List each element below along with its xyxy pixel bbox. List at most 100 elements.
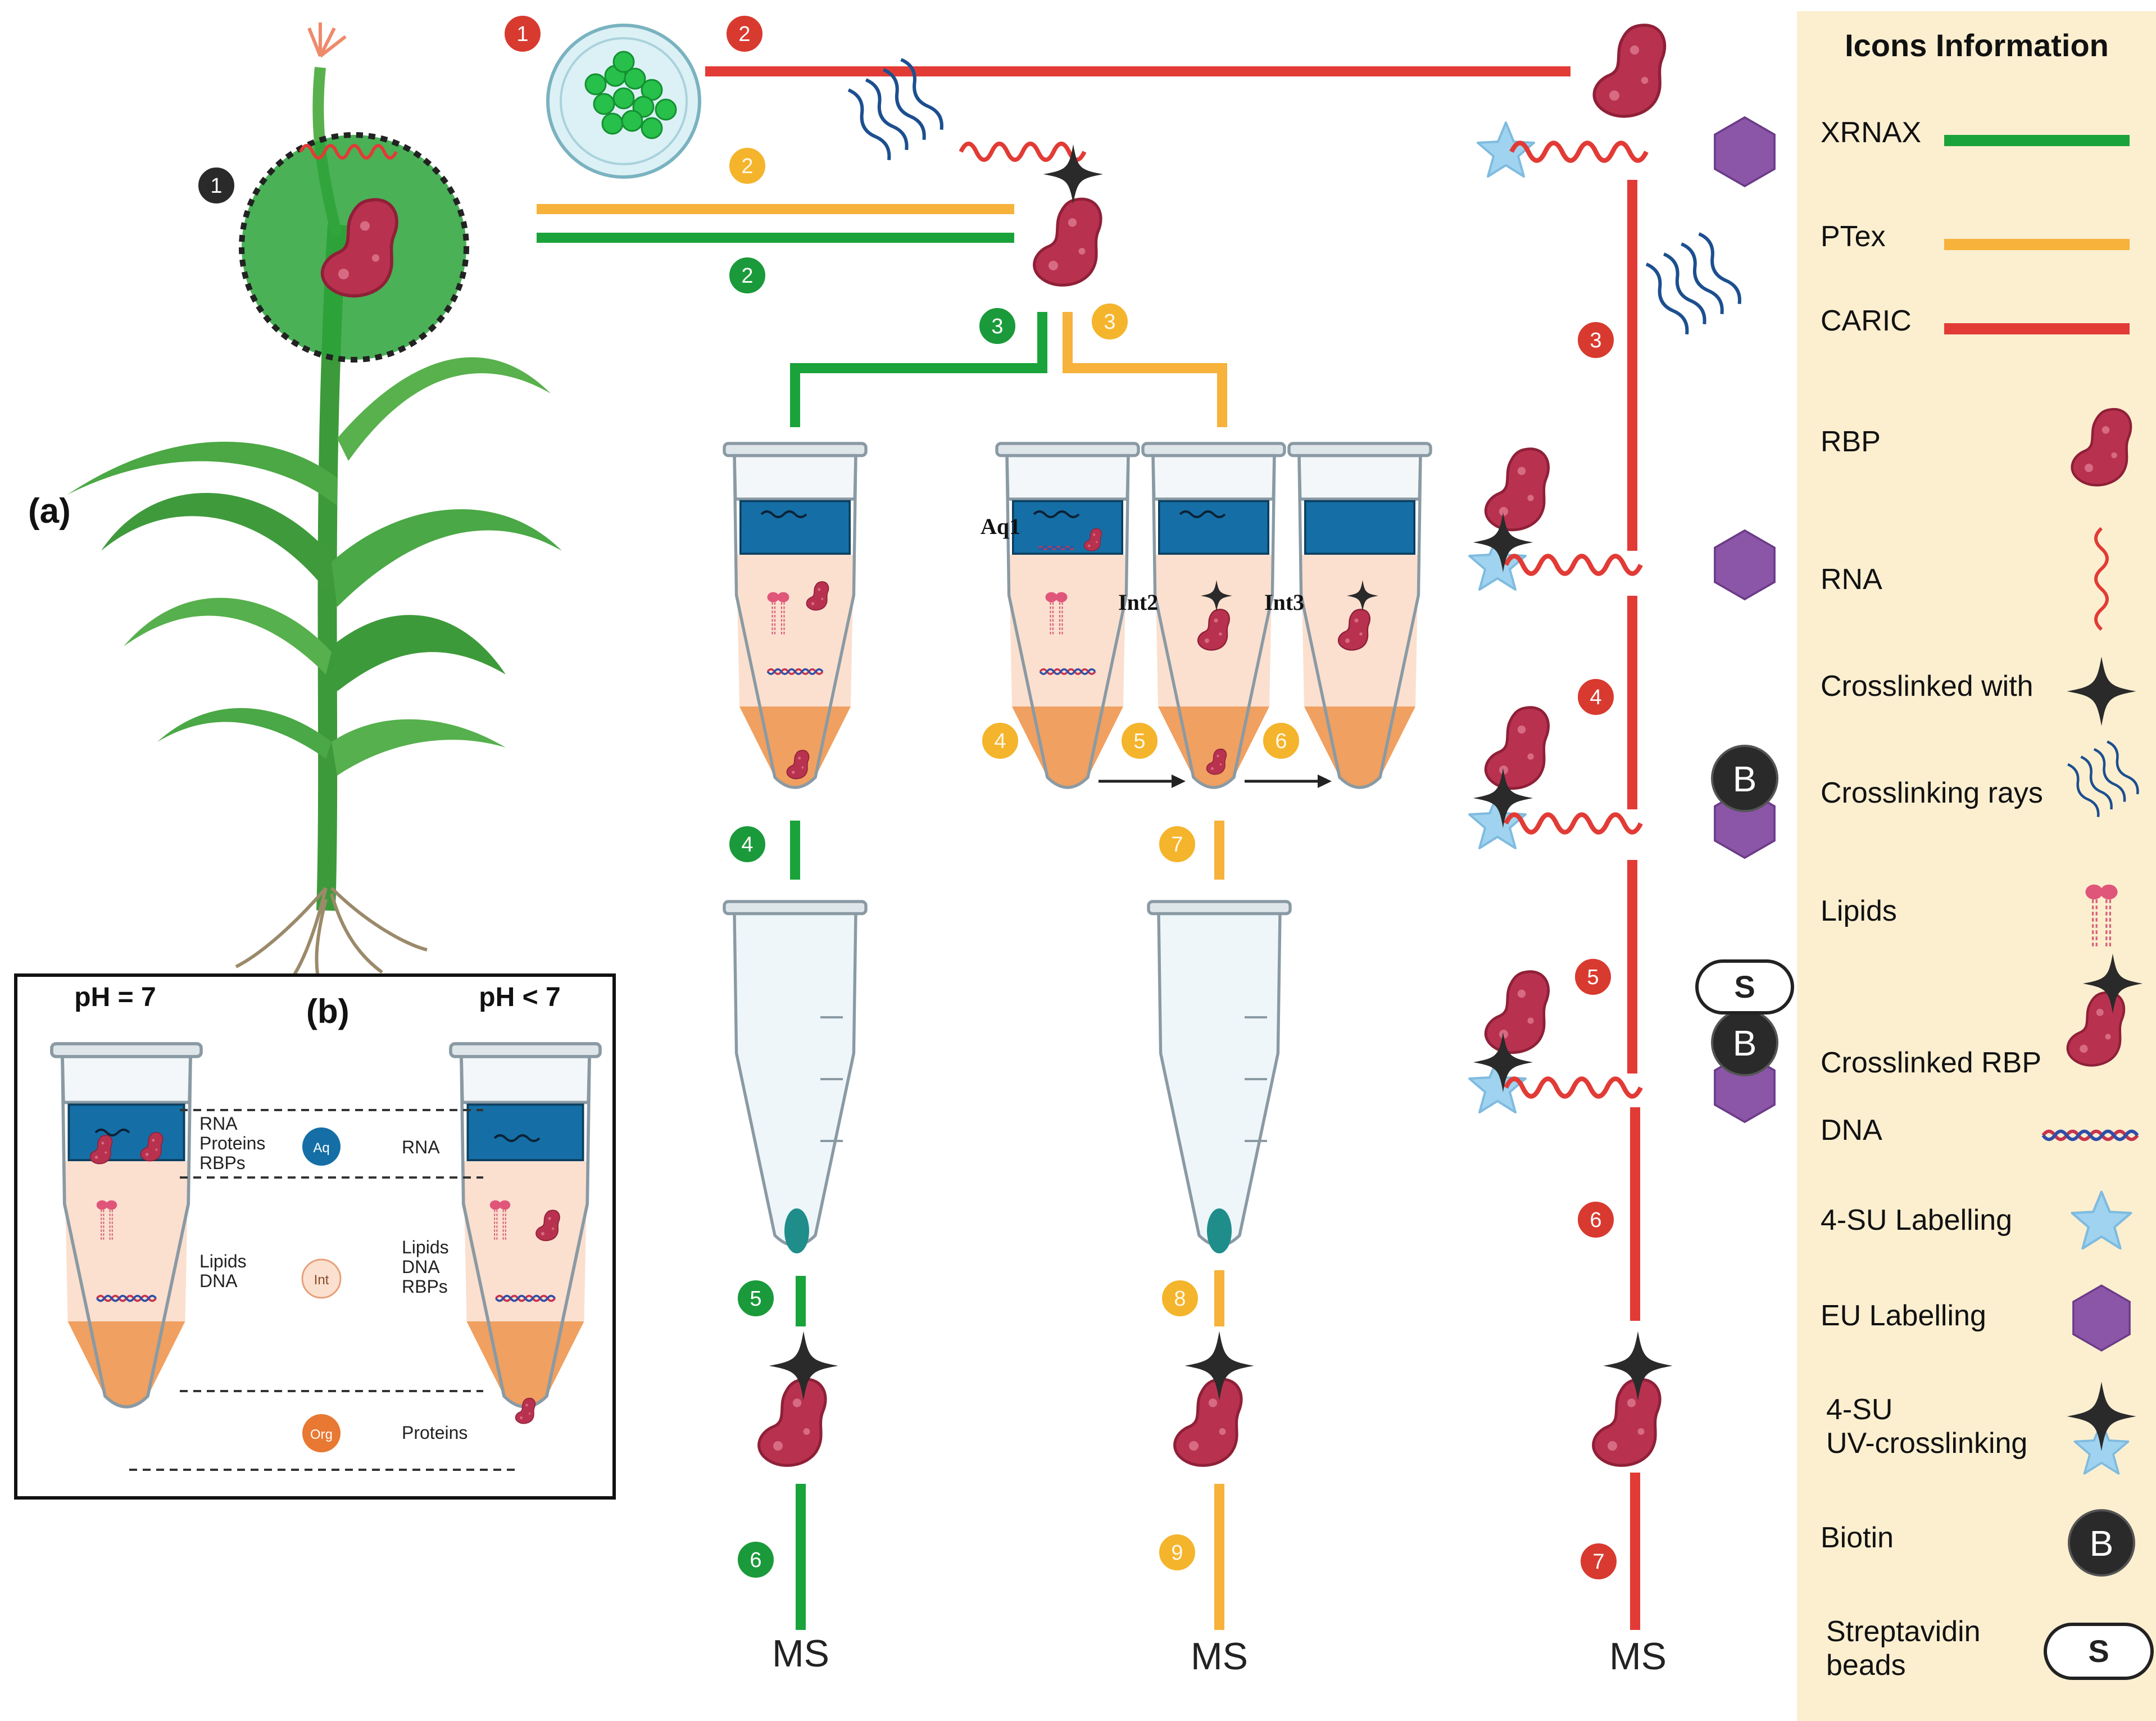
uv-rays-icon [1642, 232, 1744, 337]
step-red-5: 5 [1573, 957, 1613, 997]
legend-item-orange-line: PTex [1821, 220, 2130, 253]
ms-label-xrnax: MS [772, 1632, 829, 1675]
legend-item-biotin: Biotin B [1821, 1509, 2135, 1577]
biotin-icon: B [2068, 1509, 2135, 1577]
svg-text:DNA: DNA [1821, 1114, 1882, 1147]
panel-label-b: (b) [306, 993, 350, 1030]
svg-text:9: 9 [1171, 1541, 1183, 1565]
ptex-tube-aq1 [997, 443, 1138, 787]
tube-label-int2: Int2 [1118, 590, 1158, 615]
legend-title: Icons Information [1845, 28, 2109, 63]
legend-item-eu-hexagon: EU Labelling [1821, 1284, 2131, 1352]
legend-item-4su-star: 4-SU Labelling [1821, 1192, 2131, 1248]
svg-text:1: 1 [516, 22, 528, 46]
svg-text:S: S [2088, 1633, 2109, 1669]
svg-text:XRNAX: XRNAX [1821, 116, 1921, 149]
svg-text:Crosslinking rays: Crosslinking rays [1821, 777, 2043, 809]
legend-item-rna: RNA [1821, 527, 2109, 631]
svg-text:B: B [2090, 1523, 2114, 1564]
org-badge: Org [310, 1427, 333, 1442]
caric-branch [1627, 180, 1640, 1630]
ms-label-caric: MS [1609, 1635, 1667, 1678]
step-black1-1: 1 [196, 165, 237, 206]
svg-text:3: 3 [991, 315, 1003, 338]
svg-text:RNA: RNA [1821, 563, 1882, 596]
final-rbp-caric [1594, 1331, 1673, 1465]
crosslinked-rbp [961, 144, 1104, 286]
crosslinked-rna-rbp-biotin: B [1468, 708, 1778, 859]
xrnax-branch [790, 312, 1047, 1630]
final-rbp-xrnax [759, 1331, 838, 1465]
svg-text:5: 5 [1133, 730, 1145, 753]
svg-text:5: 5 [1587, 966, 1599, 989]
aq-right: RNA [402, 1137, 440, 1157]
svg-text:CARIC: CARIC [1821, 305, 1912, 337]
step-green-2: 2 [727, 255, 768, 296]
int-left-2: DNA [199, 1271, 238, 1291]
step-orange-6: 6 [1261, 721, 1301, 761]
svg-text:4-SU Labelling: 4-SU Labelling [1821, 1204, 2012, 1237]
ph-neutral-title: pH = 7 [74, 982, 156, 1012]
rna-icon [2094, 527, 2109, 631]
svg-text:Crosslinked with: Crosslinked with [1821, 670, 2034, 703]
svg-text:RNA Proteins RBPs: RNA Proteins RBPs [199, 1113, 270, 1173]
svg-text:2: 2 [741, 264, 753, 288]
aq-badge: Aq [313, 1140, 329, 1156]
svg-text:3: 3 [1590, 329, 1601, 352]
int-right-3: RBPs [402, 1276, 448, 1297]
legend-item-lipid: Lipids [1821, 884, 2119, 950]
petri-dish [546, 24, 701, 179]
step-orange-9: 9 [1157, 1532, 1197, 1573]
svg-text:PTex: PTex [1821, 220, 1886, 253]
precipitate-tube-ptex [1149, 902, 1290, 1253]
svg-text:6: 6 [750, 1548, 761, 1572]
step-red-7: 7 [1578, 1541, 1619, 1582]
step-green-3: 3 [977, 306, 1018, 346]
legend-item-dna: DNA [1821, 1114, 2137, 1147]
biotin-letter: B [1733, 1023, 1757, 1063]
final-rbp-ptex [1175, 1331, 1254, 1465]
aq-left-1: RNA [199, 1113, 238, 1134]
step-orange-7: 7 [1157, 824, 1197, 864]
svg-text:5: 5 [750, 1287, 761, 1311]
ph-acidic-title: pH < 7 [479, 982, 560, 1012]
biotin-letter: B [1733, 759, 1757, 799]
svg-text:Biotin: Biotin [1821, 1521, 1894, 1554]
transfer-arrows [1099, 775, 1332, 788]
svg-text:4: 4 [1590, 686, 1601, 709]
tube-label-aq1: Aq1 [981, 514, 1020, 539]
svg-text:8: 8 [1174, 1287, 1186, 1311]
step-orange-5: 5 [1119, 721, 1160, 761]
ptex-tube-int2 [1143, 443, 1284, 787]
crosslinked-rna-rbp-streptavidin: B S [1468, 959, 1794, 1123]
svg-text:Crosslinked RBP: Crosslinked RBP [1821, 1047, 2041, 1079]
ms-label-ptex: MS [1191, 1635, 1248, 1678]
svg-text:Lipids DNA: Lipids DNA [199, 1251, 252, 1291]
int-left-1: Lipids [199, 1251, 247, 1271]
step-red-6: 6 [1576, 1199, 1616, 1240]
svg-text:7: 7 [1592, 1550, 1604, 1574]
int-right-1: Lipids [402, 1237, 449, 1257]
plant-cell-zoom [239, 132, 469, 363]
tube-label-int3: Int3 [1264, 590, 1304, 615]
ptex-branch [1063, 312, 1227, 1630]
ptex-tube-int3 [1289, 443, 1431, 787]
precipitate-tube-xrnax [724, 902, 866, 1253]
step-red-2: 2 [724, 13, 765, 54]
org-right: Proteins [402, 1423, 467, 1443]
panel-label-a: (a) [28, 492, 71, 531]
legend-item-green-line: XRNAX [1821, 116, 2130, 149]
svg-text:RBP: RBP [1821, 425, 1881, 458]
xrnax-phase-tube [724, 443, 866, 787]
svg-text:Lipids: Lipids [1821, 895, 1897, 927]
svg-text:1: 1 [210, 174, 222, 198]
step-red-1: 1 [502, 13, 543, 54]
step-orange-4: 4 [980, 721, 1020, 761]
labelled-rna [1477, 116, 1776, 188]
crosslinked-rna-rbp-1 [1468, 449, 1776, 600]
step-orange-2: 2 [727, 146, 768, 186]
svg-text:3: 3 [1104, 310, 1115, 334]
